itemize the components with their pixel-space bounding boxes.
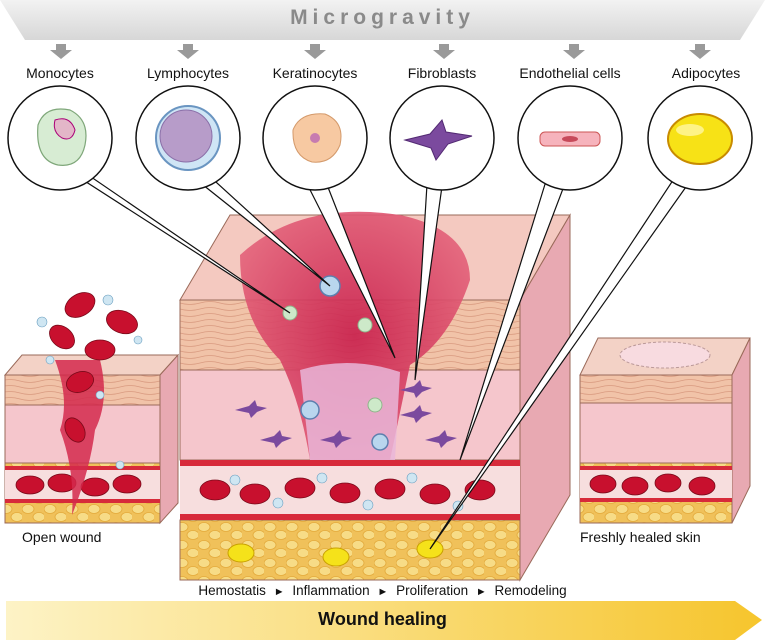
fibroblast-icon	[403, 119, 473, 161]
phase-remodeling: Remodeling	[494, 583, 567, 598]
phase-arrow-icon: ►	[377, 586, 389, 598]
monocyte-icon	[37, 108, 87, 166]
phase-arrow-icon: ►	[475, 586, 487, 598]
phase-arrow-icon: ►	[273, 586, 285, 598]
open-wound-label: Open wound	[22, 529, 102, 545]
cell-label-adipocytes: Adipocytes	[671, 65, 741, 81]
arrow-down-icon	[689, 44, 711, 59]
arrow-down-icon	[304, 44, 326, 59]
healed-skin-block	[579, 337, 751, 524]
wound-healing-label: Wound healing	[318, 609, 447, 629]
lymphocyte-icon	[155, 105, 221, 171]
cell-label-keratinocytes: Keratinocytes	[272, 65, 358, 81]
microgravity-title: Microgravity	[290, 6, 475, 29]
microgravity-arrows	[50, 44, 711, 59]
arrow-down-icon	[433, 44, 455, 59]
wound-healing-arrow	[6, 601, 762, 640]
phase-inflammation: Inflammation	[292, 583, 370, 598]
arrow-down-icon	[50, 44, 72, 59]
cell-label-lymphocytes: Lymphocytes	[147, 65, 229, 81]
keratinocyte-icon	[292, 113, 342, 163]
arrow-down-icon	[177, 44, 199, 59]
healed-skin-label: Freshly healed skin	[580, 529, 701, 545]
cell-circles	[7, 85, 753, 191]
cell-label-endothelial: Endothelial cells	[519, 65, 621, 81]
open-wound-block	[3, 292, 180, 525]
cell-label-fibroblasts: Fibroblasts	[407, 65, 477, 81]
center-wound-block	[179, 211, 571, 582]
microgravity-banner	[0, 0, 765, 40]
cell-label-monocytes: Monocytes	[26, 65, 94, 81]
adipocyte-icon	[667, 113, 733, 165]
endothelial-icon	[539, 131, 601, 147]
phase-hemostasis: Hemostatis	[198, 583, 266, 598]
arrow-down-icon	[563, 44, 585, 59]
phase-sequence: Hemostatis ► Inflammation ► Proliferatio…	[0, 583, 765, 598]
phase-proliferation: Proliferation	[396, 583, 469, 598]
